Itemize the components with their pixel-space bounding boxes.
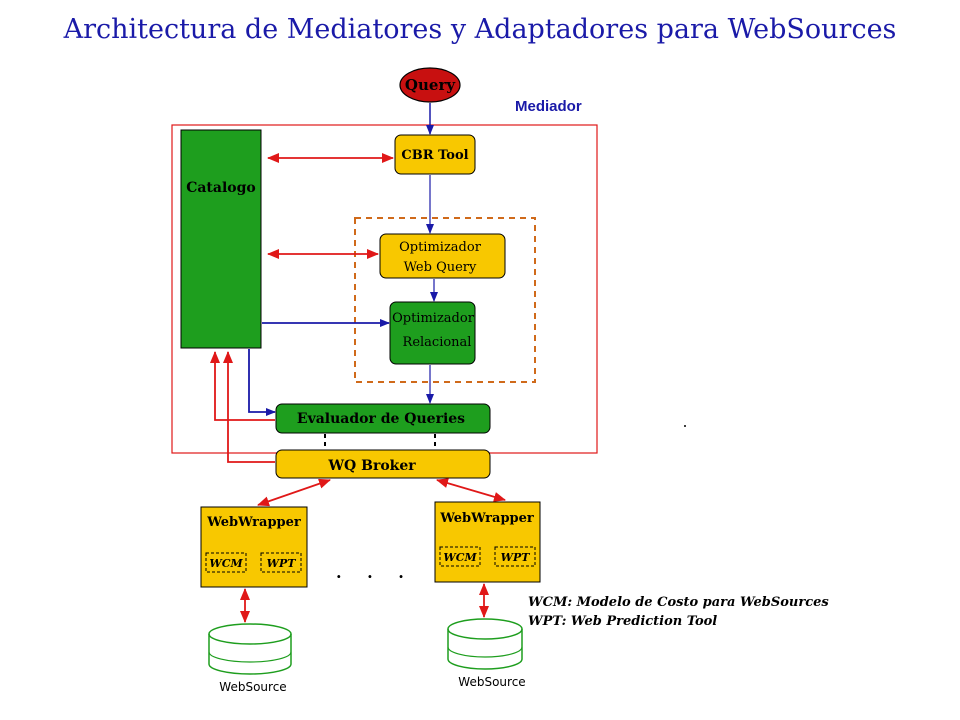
wcm-label: WCM [209, 557, 243, 570]
page-title: Architectura de Mediatores y Adaptadores… [63, 14, 897, 45]
catalog-label: Catalogo [186, 180, 256, 196]
evaluator-to-catalog-arrow [210, 351, 275, 421]
relational-optimizer-line2: Relacional [403, 335, 472, 350]
legend-wpt: WPT: Web Prediction Tool [528, 614, 717, 629]
wpt-label: WPT [501, 551, 531, 564]
wq-broker-label: WQ Broker [327, 458, 416, 474]
mediator-label: Mediador [515, 98, 582, 115]
webwrapper-box [200, 506, 308, 588]
wpt-box [260, 552, 302, 573]
wcm-box [439, 546, 481, 567]
query-evaluator-box [275, 403, 491, 434]
cbr-tool-box [394, 134, 476, 175]
webwrapper-label: WebWrapper [206, 515, 301, 530]
web-query-optimizer-box [379, 233, 506, 279]
catalog-box [180, 129, 262, 349]
more-wrappers-ellipsis: . . . [336, 563, 414, 582]
legend-wcm: WCM: Modelo de Costo para WebSources [528, 595, 829, 610]
broker-wrapper2-arrow [436, 478, 506, 502]
relational-optimizer-line1: Optimizador [392, 311, 475, 326]
catalog-to-evaluator-arrow [248, 349, 276, 416]
websource-label: WebSource [458, 675, 525, 689]
relational-optimizer-box [389, 301, 476, 365]
websource-cylinder [208, 623, 292, 675]
wpt-label: WPT [267, 557, 297, 570]
webwrapper-box [434, 501, 541, 583]
wcm-label: WCM [443, 551, 477, 564]
websource-cylinder [447, 618, 523, 670]
wcm-box [205, 552, 247, 573]
query-node [399, 67, 461, 103]
websource-label: WebSource [219, 680, 286, 694]
broker-to-catalog-arrow [223, 351, 275, 463]
stray-dot [684, 425, 686, 427]
wq-broker-box [275, 449, 491, 479]
query-label: Query [405, 76, 456, 94]
web-query-optimizer-line1: Optimizador [399, 240, 482, 255]
broker-wrapper1-arrow [257, 478, 331, 507]
web-query-optimizer-line2: Web Query [404, 260, 477, 275]
cbr-tool-label: CBR Tool [401, 148, 468, 163]
query-evaluator-label: Evaluador de Queries [297, 411, 465, 427]
wpt-box [494, 546, 536, 567]
optimizer-group [354, 217, 536, 383]
webwrapper-label: WebWrapper [439, 511, 534, 526]
